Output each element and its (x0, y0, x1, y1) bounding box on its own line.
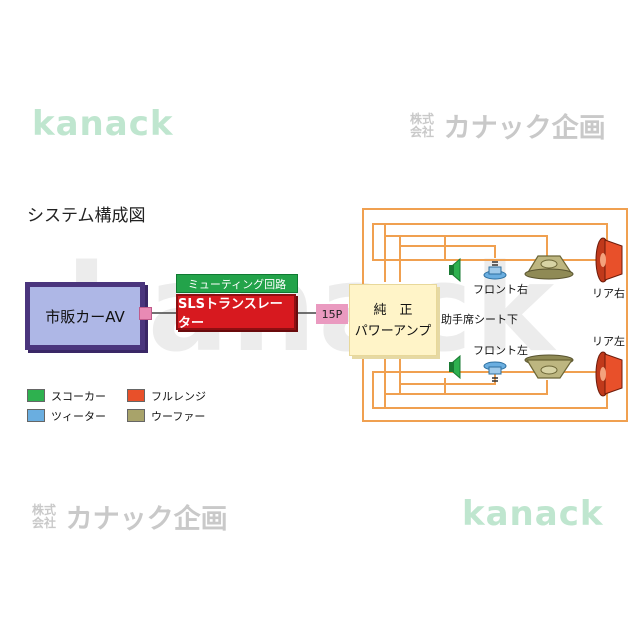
power-amp-line1: 純 正 (373, 303, 413, 318)
wire-front-right-tweeter (400, 245, 496, 258)
company-watermark-bottom-left: 株式会社 カナック企画 (32, 497, 228, 536)
legend-label-squawker: スコーカー (51, 390, 106, 403)
company-watermark-small: 株式会社 (410, 111, 435, 139)
legend-label-tweeter: ツィーター (51, 410, 106, 423)
legend-swatch-woofer (127, 409, 145, 422)
kanack-watermark-bottom-right: kanack (462, 494, 604, 534)
label-rear-left: リア左 (592, 335, 625, 348)
fullrange-rear-left-icon (595, 351, 623, 397)
label-rear-right: リア右 (592, 287, 625, 300)
fullrange-rear-right-icon (595, 237, 623, 283)
label-front-left: フロント左 (473, 344, 528, 357)
tweeter-front-right-icon (483, 261, 507, 280)
company-watermark-small: 株式会社 (32, 502, 57, 530)
muting-circuit-label: ミューティング回路 (187, 277, 287, 291)
wire-front-left-squawker (385, 378, 446, 395)
sls-translator-block: SLSトランスレーター (176, 294, 296, 331)
tweeter-front-left-icon (483, 361, 507, 382)
company-watermark-big: カナック企画 (65, 504, 228, 535)
sls-translator-label: SLSトランスレーター (178, 297, 283, 331)
diagram-title: システム構成図 (27, 206, 146, 226)
legend-swatch-tweeter (27, 409, 45, 422)
label-front-right: フロント右 (473, 283, 528, 296)
legend-swatch-squawker (27, 389, 45, 402)
woofer-front-right-icon (524, 255, 574, 280)
inner-wire-frame-bottom (372, 371, 608, 409)
legend-swatch-fullrange (127, 389, 145, 402)
head-unit-screen: 市販カーAV (30, 287, 140, 345)
wire-front-left-tweeter (400, 374, 496, 385)
company-watermark-big: カナック企画 (443, 113, 606, 144)
inner-wire-frame-top (372, 223, 608, 261)
power-amp-line2: パワーアンプ (354, 324, 432, 339)
head-unit-label: 市販カーAV (45, 307, 125, 326)
squawker-front-right-icon (449, 257, 461, 283)
muting-circuit-block: ミューティング回路 (176, 274, 298, 293)
legend-label-fullrange: フルレンジ (151, 390, 206, 403)
woofer-front-left-icon (524, 354, 574, 379)
wire-front-right-woofer (400, 235, 548, 258)
power-amp-block: 純 正 パワーアンプ (349, 284, 437, 356)
company-watermark-top-right: 株式会社 カナック企画 (410, 106, 606, 145)
head-unit-connector (139, 307, 152, 320)
connector-15p-label: 15P (321, 307, 343, 321)
squawker-front-left-icon (449, 354, 461, 380)
kanack-watermark-top-left: kanack (32, 104, 174, 144)
wire-front-left-woofer (400, 380, 548, 395)
legend-label-woofer: ウーファー (151, 410, 206, 423)
connector-15p: 15P (316, 304, 348, 324)
wire-front-right-squawker (385, 235, 446, 260)
head-unit-box: 市販カーAV (25, 282, 145, 350)
label-under-seat: 助手席シート下 (441, 313, 518, 326)
